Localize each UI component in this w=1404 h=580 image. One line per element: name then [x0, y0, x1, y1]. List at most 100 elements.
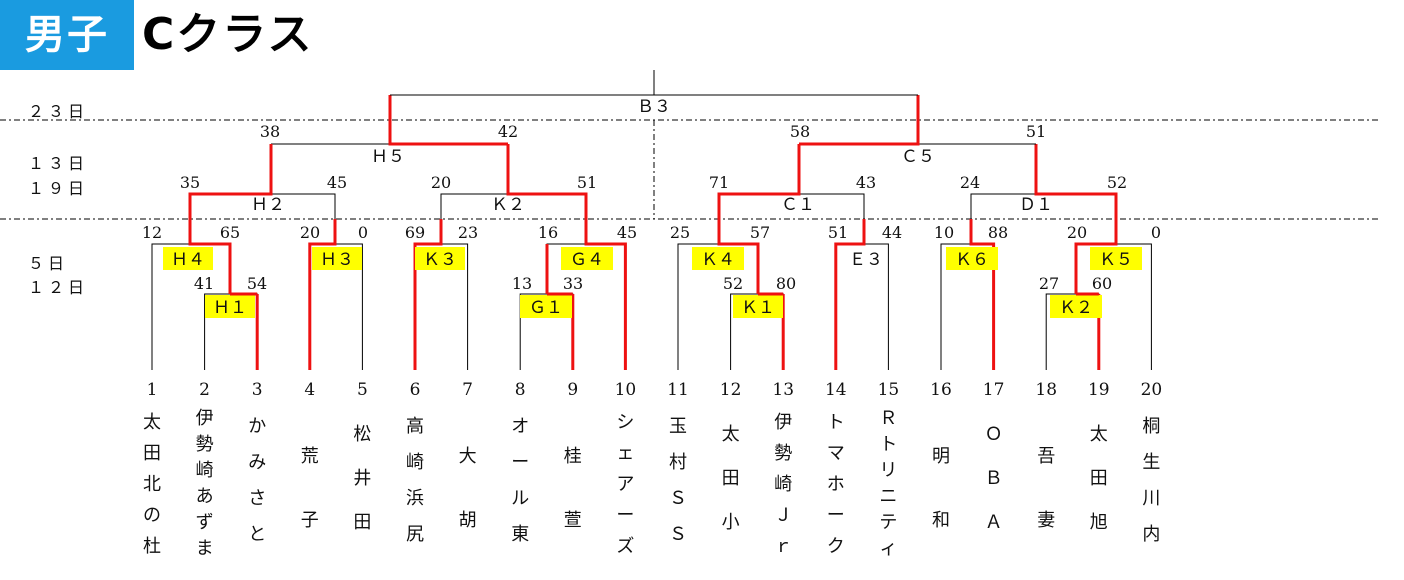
score-left: 58	[790, 122, 810, 141]
team-name-char: 小	[722, 512, 740, 533]
team-name-char: ェ	[616, 443, 634, 464]
team-name-char: 伊	[774, 412, 792, 433]
team-name-char: ト	[879, 434, 897, 455]
team-name-char: テ	[879, 512, 897, 533]
team-number: 19	[1088, 380, 1110, 400]
team-number: 2	[199, 380, 210, 400]
team-name-char: 胡	[459, 510, 477, 531]
score-right: 0	[358, 223, 368, 242]
team-name-char: 勢	[774, 443, 792, 464]
team-name-char: Ｂ	[985, 468, 1003, 489]
header: 男子 Cクラス	[0, 0, 600, 70]
winner-line	[969, 219, 996, 370]
match-code: Ｋ２	[1059, 298, 1093, 318]
score-right: 88	[988, 223, 1008, 242]
match-code: Ｈ３	[320, 250, 354, 270]
team-name-char: 桐	[1142, 416, 1160, 437]
score-left: 20	[431, 173, 451, 192]
team-name-char: 村	[669, 452, 687, 473]
score-left: 51	[828, 223, 848, 242]
score-left: 52	[723, 274, 743, 293]
team-number: 18	[1035, 380, 1057, 400]
match-highlight	[163, 247, 213, 270]
winner-line	[717, 144, 801, 219]
score-left: 69	[405, 223, 425, 242]
team-number: 12	[720, 380, 742, 400]
team-name-char: オ	[511, 416, 529, 437]
team-name-char: 北	[143, 474, 161, 495]
winner-line	[1074, 219, 1118, 294]
match-code: Ｋ５	[1099, 250, 1133, 270]
day-label-19: １９日	[28, 179, 89, 198]
team-name-char: ー	[616, 505, 634, 526]
team-name-char: ー	[827, 505, 845, 526]
team-name-char: 井	[353, 468, 371, 489]
score-right: 44	[882, 223, 902, 242]
day-label-13: １３日	[28, 154, 89, 173]
match-code: Ｄ１	[1019, 195, 1053, 215]
team-name-char: 吾	[1037, 446, 1055, 467]
match-highlight	[312, 247, 362, 270]
team-number: 1	[147, 380, 158, 400]
team-name-char: リ	[879, 460, 897, 481]
winner-line	[413, 219, 443, 370]
match-code: Ｃ５	[901, 147, 935, 167]
team-number: 13	[772, 380, 794, 400]
team-name-char: 萱	[564, 510, 582, 531]
team-name-char: Ｒ	[879, 408, 897, 429]
match-code: Ｋ１	[741, 298, 775, 318]
team-name-char: ｒ	[774, 536, 792, 557]
team-name-char: ま	[196, 538, 214, 559]
match-code: Ｈ２	[251, 195, 285, 215]
score-right: 45	[327, 173, 347, 192]
score-left: 13	[512, 274, 532, 293]
winner-line	[584, 219, 627, 370]
team-number: 4	[304, 380, 315, 400]
match-code: Ｋ６	[955, 250, 989, 270]
day-label-12: １２日	[28, 278, 89, 297]
team-number: 6	[410, 380, 421, 400]
team-name-char: 東	[511, 524, 529, 545]
team-name-char: ホ	[827, 474, 845, 495]
team-name-char: 川	[1142, 488, 1160, 509]
team-name-char: 荒	[301, 446, 319, 467]
team-name-char: 妻	[1037, 510, 1055, 531]
team-name-char: 和	[932, 510, 950, 531]
team-name-char: ル	[511, 488, 529, 509]
score-left: 16	[538, 223, 558, 242]
score-left: 20	[1067, 223, 1087, 242]
team-number: 20	[1141, 380, 1163, 400]
team-name-char: ク	[827, 536, 845, 557]
team-name-char: 崎	[406, 452, 424, 473]
score-left: 27	[1039, 274, 1059, 293]
team-name-char: 太	[722, 424, 740, 445]
score-right: 33	[563, 274, 583, 293]
match-code: Ｋ３	[423, 250, 457, 270]
team-name-char: 明	[932, 446, 950, 467]
score-right: 43	[856, 173, 876, 192]
winner-line	[188, 219, 232, 294]
team-number: 17	[983, 380, 1005, 400]
score-left: 38	[260, 122, 280, 141]
team-name-char: 田	[722, 468, 740, 489]
score-right: 60	[1092, 274, 1112, 293]
match-code: Ｈ５	[371, 147, 405, 167]
team-number: 15	[878, 380, 900, 400]
score-right: 80	[776, 274, 796, 293]
score-left: 25	[670, 223, 690, 242]
match-highlight	[946, 247, 998, 270]
team-name-char: Ｊ	[774, 505, 792, 526]
match-highlight	[733, 295, 783, 318]
team-name-char: 崎	[196, 460, 214, 481]
team-name-char: Ｓ	[669, 488, 687, 509]
match-highlight	[520, 295, 572, 318]
team-name-char: ア	[616, 474, 634, 495]
team-name-char: シ	[616, 412, 634, 433]
team-name-char: 旭	[1090, 512, 1108, 533]
score-right: 65	[220, 223, 240, 242]
score-right: 0	[1151, 223, 1161, 242]
day-label-5: ５日	[28, 254, 69, 273]
team-name-char: ィ	[879, 538, 897, 559]
team-name-char: ニ	[879, 486, 897, 507]
